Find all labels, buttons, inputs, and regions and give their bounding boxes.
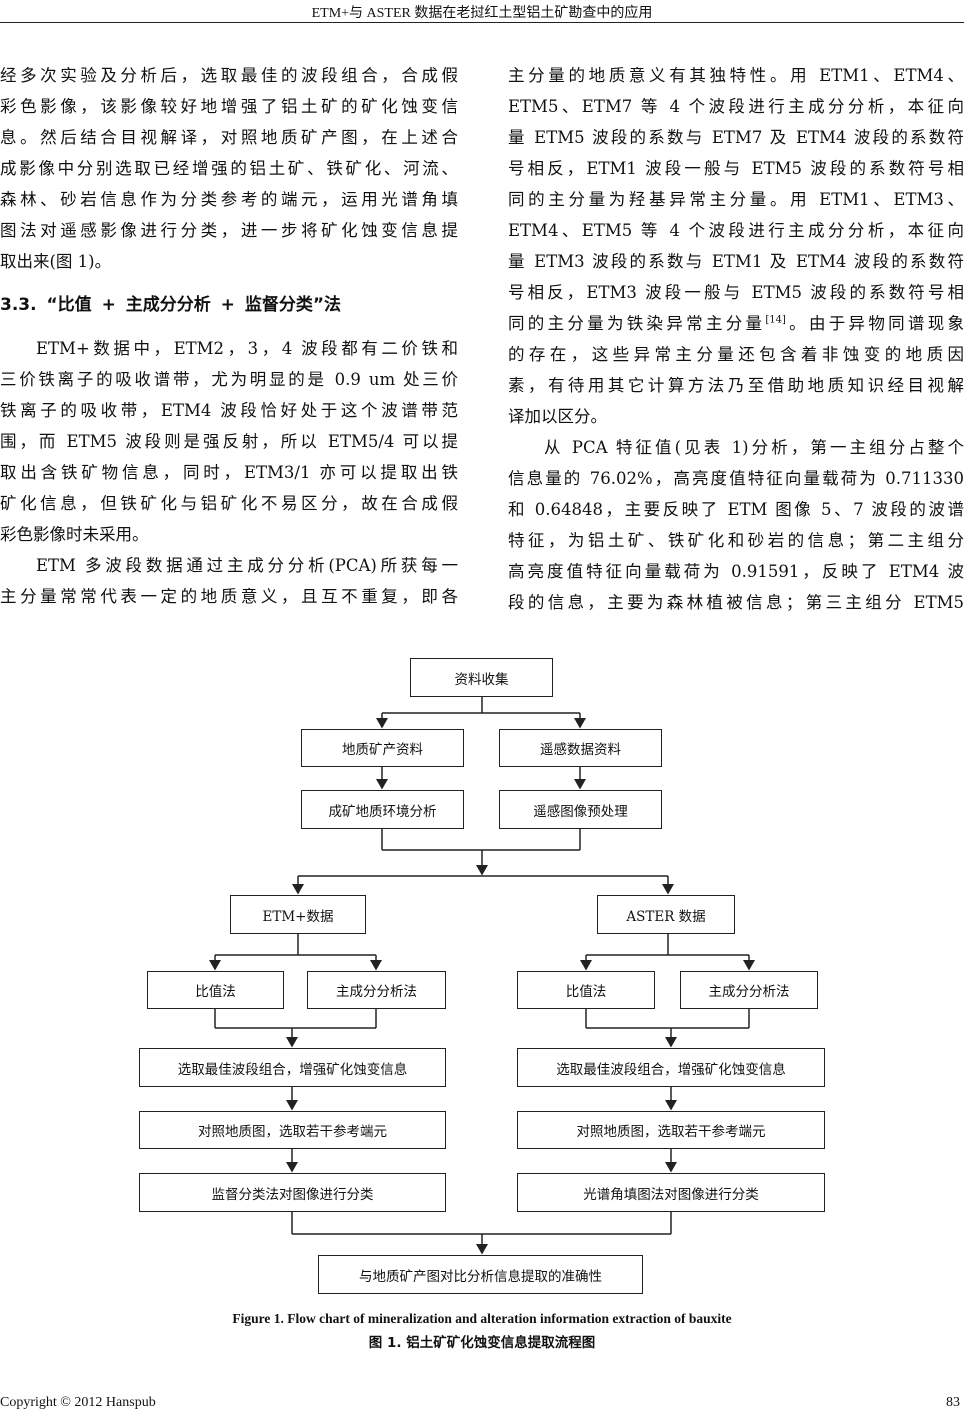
text-line: 从 PCA 特征值(见表 1)分析，第一主组分占整个 (544, 438, 964, 457)
figure-caption-english: Figure 1. Flow chart of mineralization a… (232, 1311, 732, 1326)
text-line: 图法对遥感影像进行分类，进一步将矿化蚀变信息提 (0, 221, 458, 240)
box-pca-right: 主成分分析法 (680, 971, 818, 1009)
text-line: 取出来(图 1)。 (0, 252, 112, 271)
copyright: Copyright © 2012 Hanspub (0, 1395, 156, 1410)
text-line: 量 ETM5 波段的系数与 ETM7 及 ETM4 波段的系数符 (508, 128, 964, 147)
box-geological-data: 地质矿产资料 (301, 729, 464, 767)
right-column: 主分量的地质意义有其独特性。用 ETM1、ETM4、 ETM5、ETM7 等 4 … (508, 60, 964, 618)
text-line: 同的主分量为羟基异常主分量。用 ETM1、ETM3、 (508, 190, 964, 209)
text-line: 号相反，ETM3 波段一般与 ETM5 波段的系数符号相 (508, 283, 964, 302)
box-remote-sensing-data: 遥感数据资料 (499, 729, 662, 767)
text-line: 主分量常常代表一定的地质意义，且互不重复，即各 (0, 587, 458, 606)
text-line: 素，有待用其它计算方法乃至借助地质知识经目视解 (508, 376, 964, 395)
text-line: 同的主分量为铁染异常主分量[14]。由于异物同谱现象 (508, 314, 964, 333)
box-image-preprocessing: 遥感图像预处理 (499, 790, 662, 829)
text-line: 围，而 ETM5 波段则是强反射，所以 ETM5/4 可以提 (0, 432, 458, 451)
text-line: ETM 多波段数据通过主成分分析(PCA)所获每一 (36, 556, 458, 575)
page-number: 83 (946, 1395, 960, 1410)
paragraph: 主分量的地质意义有其独特性。用 ETM1、ETM4、 ETM5、ETM7 等 4 … (508, 60, 964, 308)
box-ratio-right: 比值法 (517, 971, 655, 1009)
paragraph: 从 PCA 特征值(见表 1)分析，第一主组分占整个信息量的 76.02%，高亮… (508, 432, 964, 618)
running-header: ETM+与 ASTER 数据在老挝红土型铝土矿勘查中的应用 (311, 6, 653, 21)
box-spectral-angle-mapping: 光谱角填图法对图像进行分类 (517, 1173, 825, 1212)
box-reference-endmembers-left: 对照地质图，选取若干参考端元 (139, 1111, 446, 1149)
text-line: 号相反，ETM1 波段一般与 ETM5 波段的系数符号相 (508, 159, 964, 178)
text-line: 矿化信息，但铁矿化与铝矿化不易区分，故在合成假 (0, 494, 458, 513)
box-etm-data: ETM+数据 (230, 895, 366, 934)
paragraph: ETM+数据中，ETM2，3，4 波段都有二价铁和三价铁离子的吸收谱带，尤为明显… (0, 333, 458, 550)
text-line: 和 0.64848，主要反映了 ETM 图像 5、7 波段的波谱 (508, 500, 964, 519)
box-reference-endmembers-right: 对照地质图，选取若干参考端元 (517, 1111, 825, 1149)
text-line: 取出含铁矿物信息，同时，ETM3/1 亦可以提取出铁 (0, 463, 458, 482)
box-ratio-left: 比值法 (147, 971, 284, 1009)
text-line: ETM+数据中，ETM2，3，4 波段都有二价铁和 (36, 339, 458, 358)
text-line: 息。然后结合目视解译，对照地质矿产图，在上述合 (0, 128, 458, 147)
box-geo-environment-analysis: 成矿地质环境分析 (301, 790, 464, 829)
box-pca-left: 主成分分析法 (307, 971, 446, 1009)
box-select-bands-right: 选取最佳波段组合，增强矿化蚀变信息 (517, 1048, 825, 1087)
text-line: 彩色影像时未采用。 (0, 525, 149, 544)
section-heading: 3.3. “比值 + 主成分分析 + 监督分类”法 (0, 295, 341, 315)
header-rule (0, 22, 964, 23)
text-line: 译加以区分。 (508, 407, 607, 426)
text-line: 彩色影像，该影像较好地增强了铝土矿的矿化蚀变信 (0, 97, 458, 116)
box-supervised-classification: 监督分类法对图像进行分类 (139, 1173, 446, 1212)
box-aster-data: ASTER 数据 (597, 895, 735, 934)
text-line: 高亮度值特征向量载荷为 0.91591，反映了 ETM4 波 (508, 562, 964, 581)
text-line: 铁离子的吸收带，ETM4 波段恰好处于这个波谱带范 (0, 401, 458, 420)
paragraph: 经多次实验及分析后，选取最佳的波段组合，合成假彩色影像，该影像较好地增强了铝土矿… (0, 60, 458, 277)
box-select-bands-left: 选取最佳波段组合，增强矿化蚀变信息 (139, 1048, 446, 1087)
text-line: 段的信息，主要为森林植被信息；第三主组分 ETM5 (508, 593, 964, 612)
text-line: 成影像中分别选取已经增强的铝土矿、铁矿化、河流、 (0, 159, 458, 178)
text-line: ETM4、ETM5 等 4 个波段进行主成分分析，本征向 (508, 221, 964, 240)
figure-caption-chinese: 图 1. 铝土矿矿化蚀变信息提取流程图 (368, 1335, 596, 1351)
citation[interactable]: [14] (765, 314, 786, 326)
box-accuracy-comparison: 与地质矿产图对比分析信息提取的准确性 (318, 1255, 643, 1294)
text-line: 森林、砂岩信息作为分类参考的端元，运用光谱角填 (0, 190, 458, 209)
box-data-collection: 资料收集 (410, 658, 553, 697)
text-line: 信息量的 76.02%，高亮度值特征向量载荷为 0.711330 (508, 469, 964, 488)
text-line: 三价铁离子的吸收谱带，尤为明显的是 0.9 um 处三价 (0, 370, 458, 389)
text-line: 的存在，这些异常主分量还包含着非蚀变的地质因 (508, 345, 964, 364)
text-line: ETM5、ETM7 等 4 个波段进行主成分分析，本征向 (508, 97, 964, 116)
left-column: 经多次实验及分析后，选取最佳的波段组合，合成假彩色影像，该影像较好地增强了铝土矿… (0, 60, 458, 612)
paragraph: 的存在，这些异常主分量还包含着非蚀变的地质因素，有待用其它计算方法乃至借助地质知… (508, 339, 964, 432)
text-line: 经多次实验及分析后，选取最佳的波段组合，合成假 (0, 66, 458, 85)
text-line: 主分量的地质意义有其独特性。用 ETM1、ETM4、 (508, 66, 964, 85)
paragraph: ETM 多波段数据通过主成分分析(PCA)所获每一主分量常常代表一定的地质意义，… (0, 550, 458, 612)
text-line: 特征，为铝土矿、铁矿化和砂岩的信息；第二主组分 (508, 531, 964, 550)
text-line: 量 ETM3 波段的系数与 ETM1 及 ETM4 波段的系数符 (508, 252, 964, 271)
